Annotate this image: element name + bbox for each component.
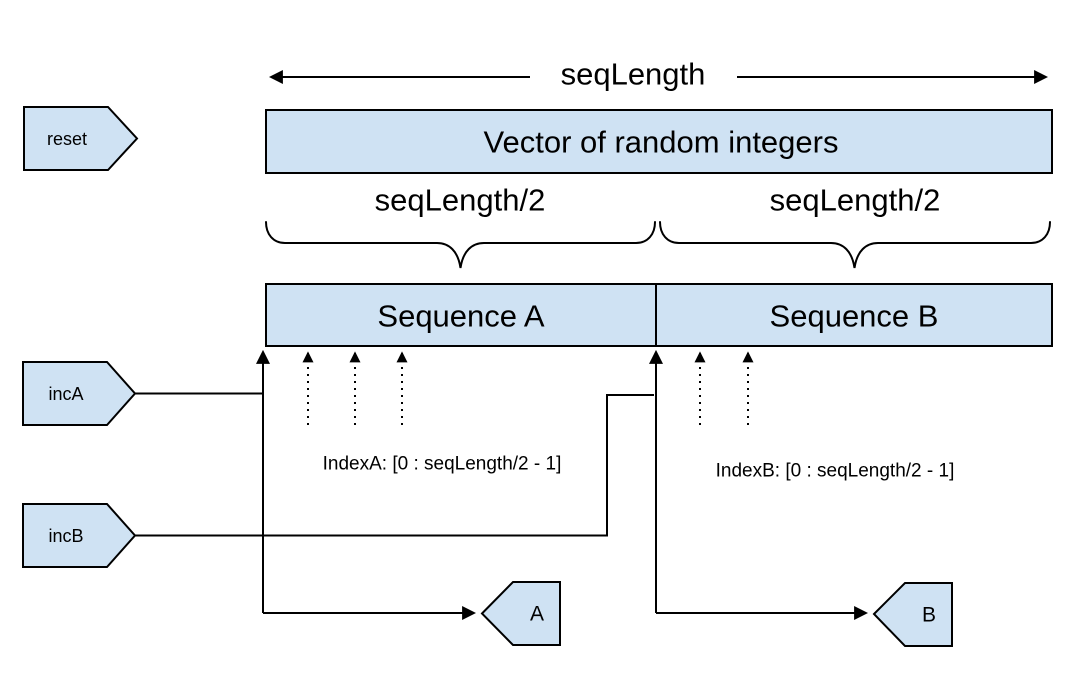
- sequence-a-box: [265, 283, 657, 347]
- index-a-range-label: IndexA: [0 : seqLength/2 - 1]: [322, 453, 562, 475]
- seqlength-half-right-label: seqLength/2: [769, 182, 941, 218]
- output-b-tag: [872, 582, 953, 647]
- reset-tag: [23, 106, 139, 171]
- incb-tag-label: incB: [48, 526, 84, 546]
- incb-tag: [22, 503, 137, 568]
- brace-left-half: [265, 221, 656, 269]
- inca-tag-label: incA: [48, 384, 84, 404]
- vector-box-label: Vector of random integers: [483, 124, 839, 160]
- incb-wire: [135, 394, 654, 537]
- sequence-b-box: [655, 283, 1053, 347]
- inca-tag: [22, 361, 137, 426]
- reset-tag-label: reset: [46, 129, 88, 149]
- index-b-range-label: IndexB: [0 : seqLength/2 - 1]: [715, 460, 955, 482]
- output-a-label: A: [529, 602, 545, 626]
- sequence-a-label: Sequence A: [377, 298, 545, 334]
- vector-box: [265, 109, 1053, 174]
- brace-right-half: [659, 221, 1051, 269]
- sequence-b-label: Sequence B: [769, 298, 939, 334]
- output-b-label: B: [921, 603, 937, 627]
- output-a-tag: [480, 581, 561, 646]
- seqlength-arrow-label: seqLength: [560, 56, 706, 92]
- seqlength-half-left-label: seqLength/2: [374, 182, 546, 218]
